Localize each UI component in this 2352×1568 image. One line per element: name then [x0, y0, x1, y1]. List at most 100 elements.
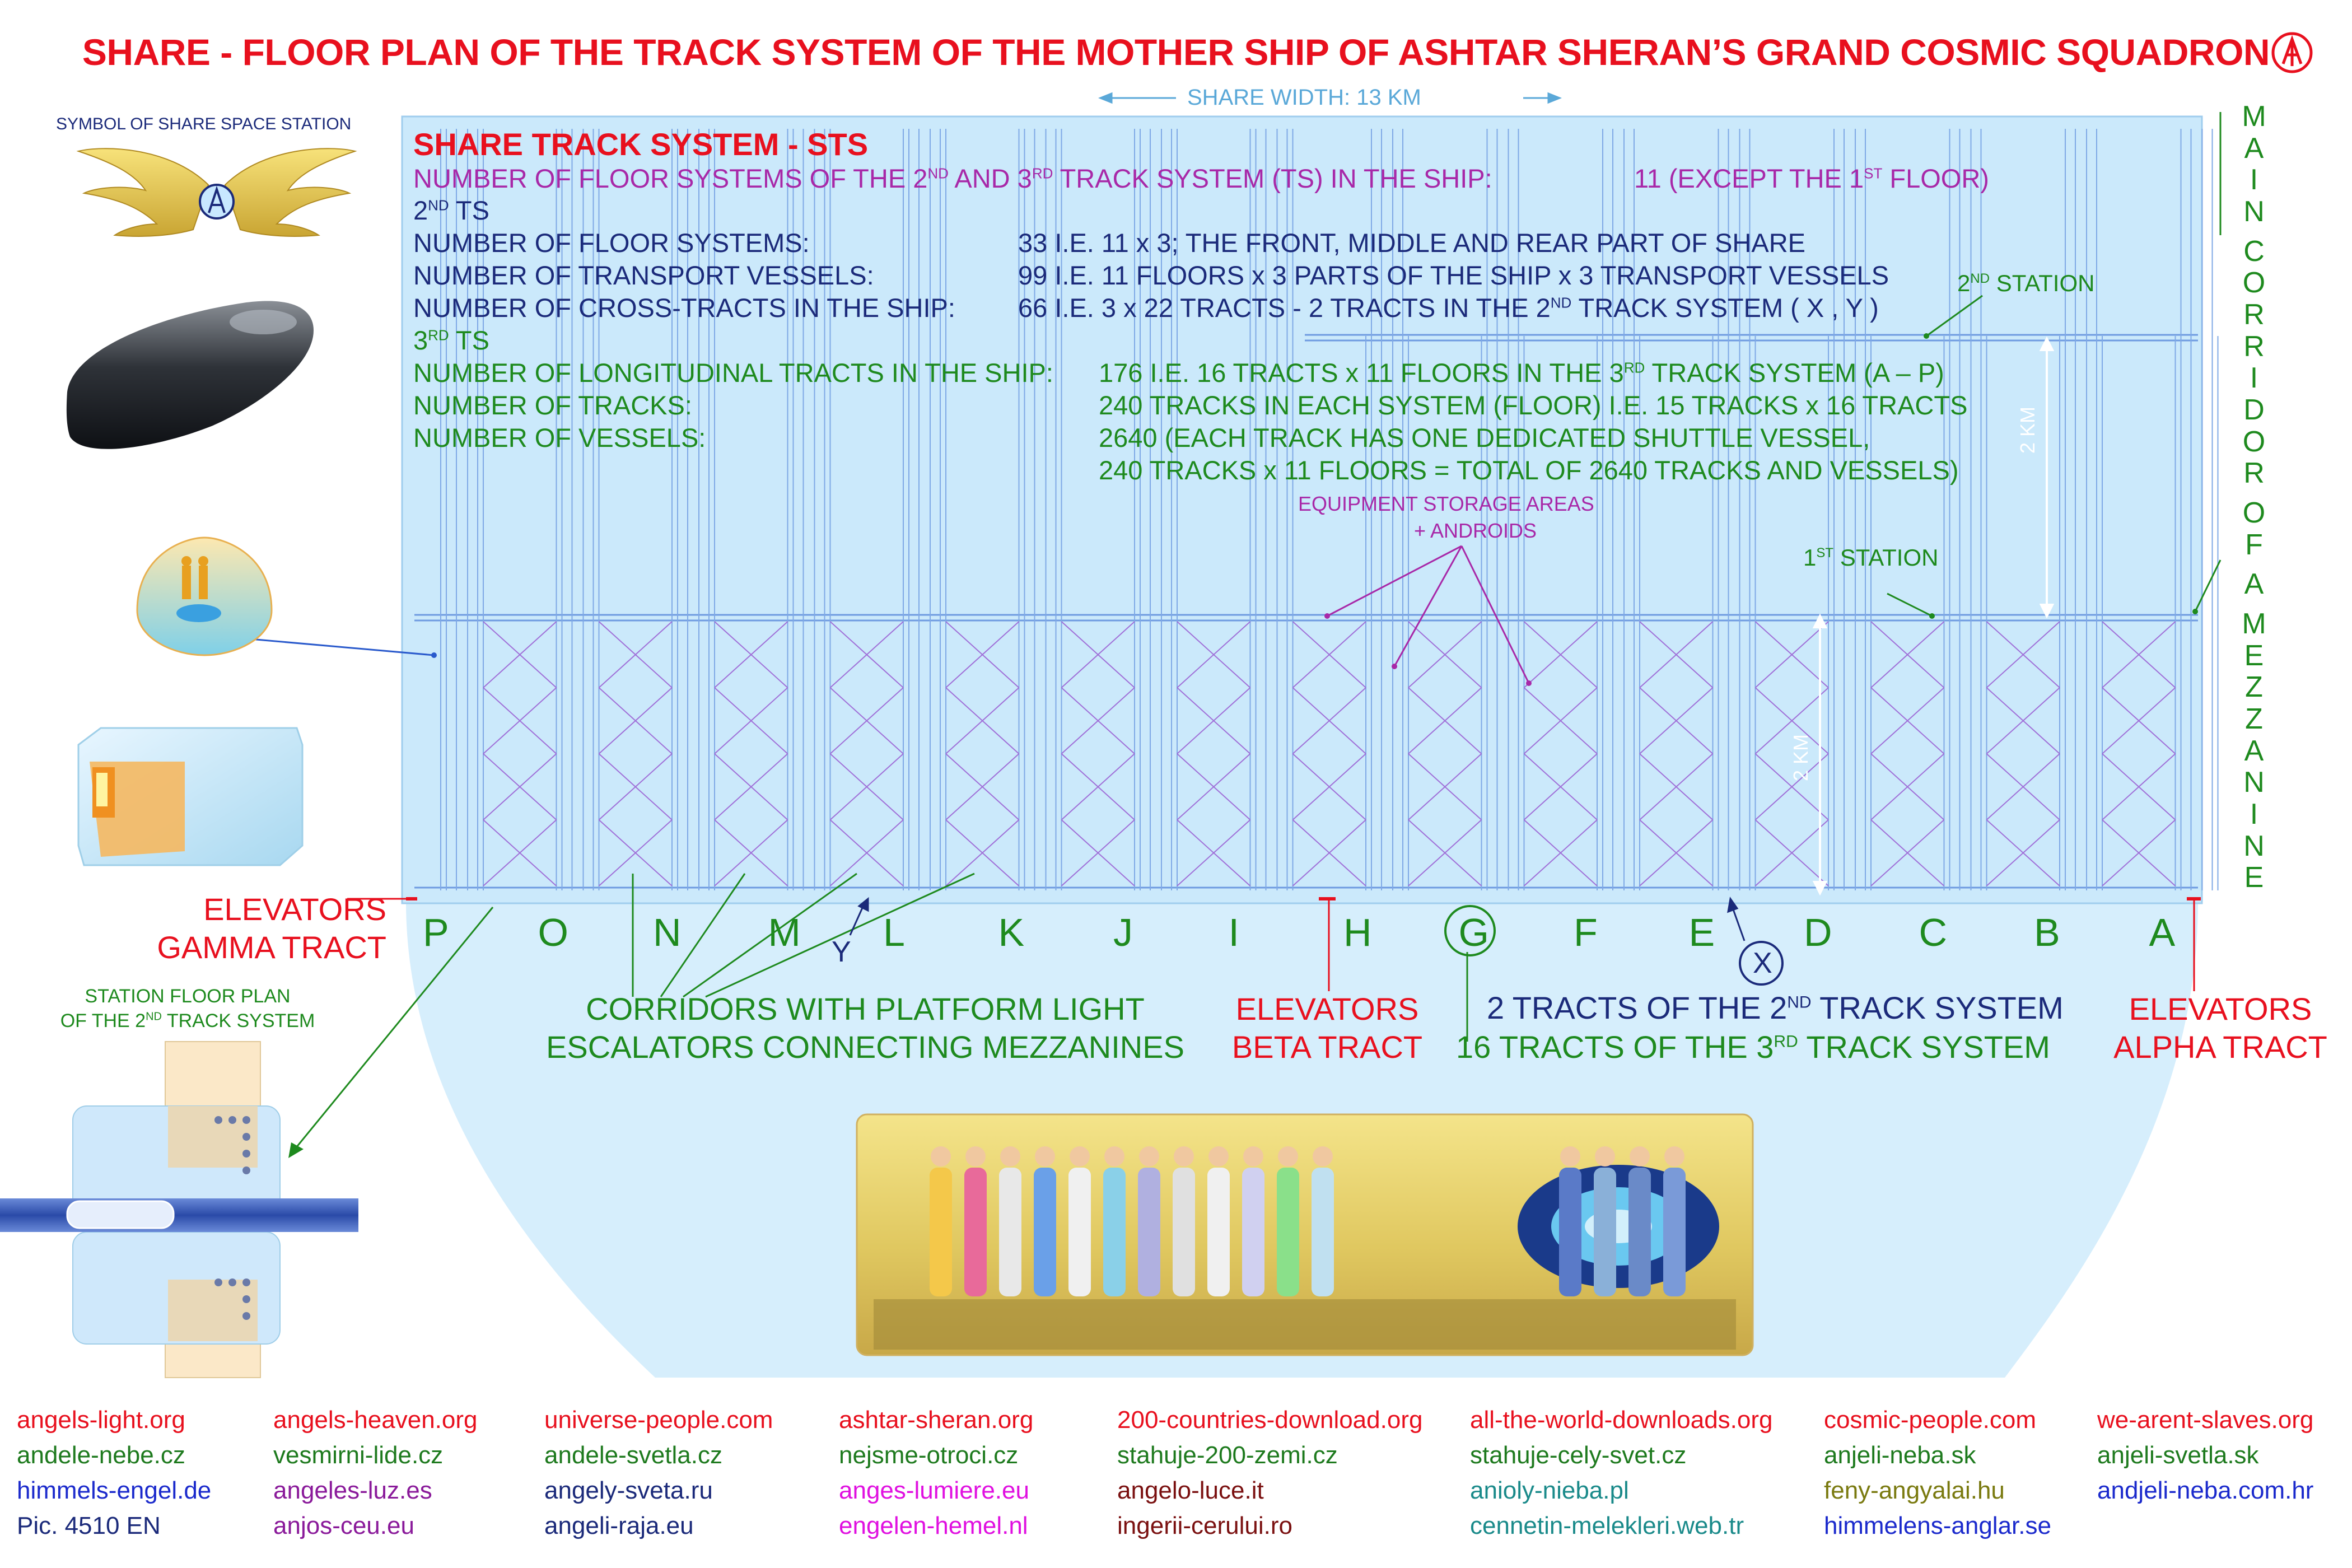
escalator-cross: [1061, 621, 1135, 688]
escalator-cross: [1408, 687, 1482, 754]
escalator-cross: [714, 819, 788, 886]
vertical-tracks: [440, 129, 2219, 890]
escalator-cross: [598, 819, 673, 886]
escalator-cross: [1523, 687, 1598, 754]
floor-systems-line: NUMBER OF FLOOR SYSTEMS OF THE 2ND AND 3…: [413, 164, 1492, 193]
footer-link[interactable]: angelo-luce.it: [1117, 1476, 1264, 1504]
footer-link[interactable]: vesmirni-lide.cz: [273, 1441, 444, 1469]
ts3-vessels-value-2: 240 TRACKS x 11 FLOORS = TOTAL OF 2640 T…: [1099, 455, 1959, 485]
footer-link[interactable]: anjeli-svetla.sk: [2097, 1441, 2259, 1469]
escalator-cross: [1177, 753, 1251, 820]
footer-link[interactable]: angels-heaven.org: [273, 1406, 478, 1434]
footer-link[interactable]: nejsme-otroci.cz: [839, 1441, 1019, 1469]
ts2-cross-label: NUMBER OF CROSS-TRACTS IN THE SHIP:: [413, 293, 955, 323]
main-corridor-letter: N: [2243, 195, 2265, 228]
footer-link[interactable]: angely-sveta.ru: [544, 1476, 713, 1504]
escalator-cross: [1986, 687, 2060, 754]
crew-figure: [1242, 1146, 1264, 1296]
crew-figures: [930, 1146, 1686, 1296]
tract-letter: P: [423, 911, 449, 954]
footer-link[interactable]: anioly-nieba.pl: [1470, 1476, 1629, 1504]
footer-link[interactable]: feny-angyalai.hu: [1824, 1476, 2005, 1504]
footer-link[interactable]: universe-people.com: [544, 1406, 773, 1434]
escalator-cross: [483, 753, 557, 820]
ts3-long-label: NUMBER OF LONGITUDINAL TRACTS IN THE SHI…: [413, 358, 1053, 388]
tract-letter: B: [2034, 911, 2060, 954]
green-pointers: [290, 112, 2222, 1154]
footer-link[interactable]: 200-countries-download.org: [1117, 1406, 1423, 1434]
tract-letter: F: [1574, 911, 1598, 954]
escalator-cross: [1754, 621, 1829, 688]
footer-link[interactable]: angeli-raja.eu: [544, 1511, 694, 1539]
footer-link[interactable]: [2097, 1509, 2313, 1544]
crew-figure: [1207, 1146, 1230, 1296]
main-corridor-letter: A: [2244, 568, 2264, 601]
main-corridor-letter: [2232, 600, 2276, 608]
footer-link[interactable]: anges-lumiere.eu: [839, 1476, 1029, 1504]
ts2-heading: 2ND TS: [413, 195, 489, 225]
escalator-cross: [1639, 621, 1714, 688]
main-corridor-letter: C: [2243, 235, 2265, 268]
escalator-cross: [1177, 621, 1251, 688]
main-corridor-letter: E: [2244, 861, 2264, 894]
footer-link[interactable]: we-arent-slaves.org: [2097, 1406, 2314, 1434]
footer-link[interactable]: angeles-luz.es: [273, 1476, 432, 1504]
ts3-tracks-label: NUMBER OF TRACKS:: [413, 390, 692, 420]
main-corridor-letter: I: [2250, 164, 2258, 197]
escalator-cross: [1986, 753, 2060, 820]
footer-link[interactable]: ingerii-cerului.ro: [1117, 1511, 1293, 1539]
tracts-3rd-label: 16 TRACTS OF THE 3RD TRACK SYSTEM: [1456, 1029, 2050, 1065]
footer-link[interactable]: anjos-ceu.eu: [273, 1511, 414, 1539]
equipment-pointers: [1327, 545, 1530, 684]
crew-figure: [1559, 1146, 1581, 1296]
mezzanine-lines: [414, 334, 2198, 889]
footer-link[interactable]: Pic. 4510 EN: [17, 1511, 161, 1539]
sts-heading: SHARE TRACK SYSTEM - STS: [413, 127, 869, 162]
main-corridor-letter: O: [2242, 497, 2266, 530]
escalator-cross: [829, 819, 904, 886]
crew-figure: [1277, 1146, 1299, 1296]
transport-module-icon: [77, 727, 304, 866]
escalator-cross: [1754, 753, 1829, 820]
tract-letter: O: [538, 911, 568, 954]
footer-link[interactable]: andele-nebe.cz: [17, 1441, 185, 1469]
page-title: SHARE - FLOOR PLAN OF THE TRACK SYSTEM O…: [82, 31, 2270, 73]
footer-link[interactable]: himmelens-anglar.se: [1824, 1511, 2051, 1539]
floor-systems-value: 11 (EXCEPT THE 1ST FLOOR): [1634, 164, 1989, 193]
main-corridor-letter: M: [2242, 608, 2266, 641]
escalator-cross: [1870, 819, 1945, 886]
footer-link[interactable]: cosmic-people.com: [1824, 1406, 2037, 1434]
crew-figure: [1594, 1146, 1616, 1296]
escalator-cross: [1061, 819, 1135, 886]
escalator-cross: [1986, 819, 2060, 886]
escalator-cross: [945, 621, 1020, 688]
main-corridor-letter: F: [2245, 528, 2263, 561]
share-wings-icon: [76, 148, 357, 237]
footer-column: universe-people.com andele-svetla.cz angel…: [544, 1403, 773, 1544]
escalator-cross: [1408, 621, 1482, 688]
tract-letter: K: [998, 911, 1025, 954]
footer-link[interactable]: stahuje-200-zemi.cz: [1117, 1441, 1338, 1469]
footer-link[interactable]: ashtar-sheran.org: [839, 1406, 1034, 1434]
footer-link[interactable]: anjeli-neba.sk: [1824, 1441, 1976, 1469]
footer-link[interactable]: cennetin-melekleri.web.tr: [1470, 1511, 1744, 1539]
crew-figure: [1312, 1146, 1334, 1296]
escalator-cross: [1061, 687, 1135, 754]
equipment-label-2: + ANDROIDS: [1414, 519, 1537, 542]
footer-link[interactable]: angels-light.org: [17, 1406, 185, 1434]
footer-link[interactable]: engelen-hemel.nl: [839, 1511, 1028, 1539]
footer-link[interactable]: himmels-engel.de: [17, 1476, 212, 1504]
green-arrowhead: [288, 1142, 304, 1158]
main-corridor-letter: E: [2244, 639, 2264, 672]
footer-link[interactable]: andele-svetla.cz: [544, 1441, 722, 1469]
main-corridor-letter: R: [2243, 298, 2265, 332]
station-floor-plan: [0, 1041, 358, 1378]
main-corridor-letter: D: [2243, 394, 2265, 427]
escalator-cross: [1177, 819, 1251, 886]
footer-link[interactable]: andjeli-neba.com.hr: [2097, 1476, 2314, 1504]
footer-column: angels-heaven.org vesmirni-lide.cz angeles…: [273, 1403, 477, 1544]
tracts-2nd-label: 2 TRACTS OF THE 2ND TRACK SYSTEM: [1487, 990, 2064, 1025]
footer-link[interactable]: stahuje-cely-svet.cz: [1470, 1441, 1687, 1469]
footer-link[interactable]: all-the-world-downloads.org: [1470, 1406, 1773, 1434]
